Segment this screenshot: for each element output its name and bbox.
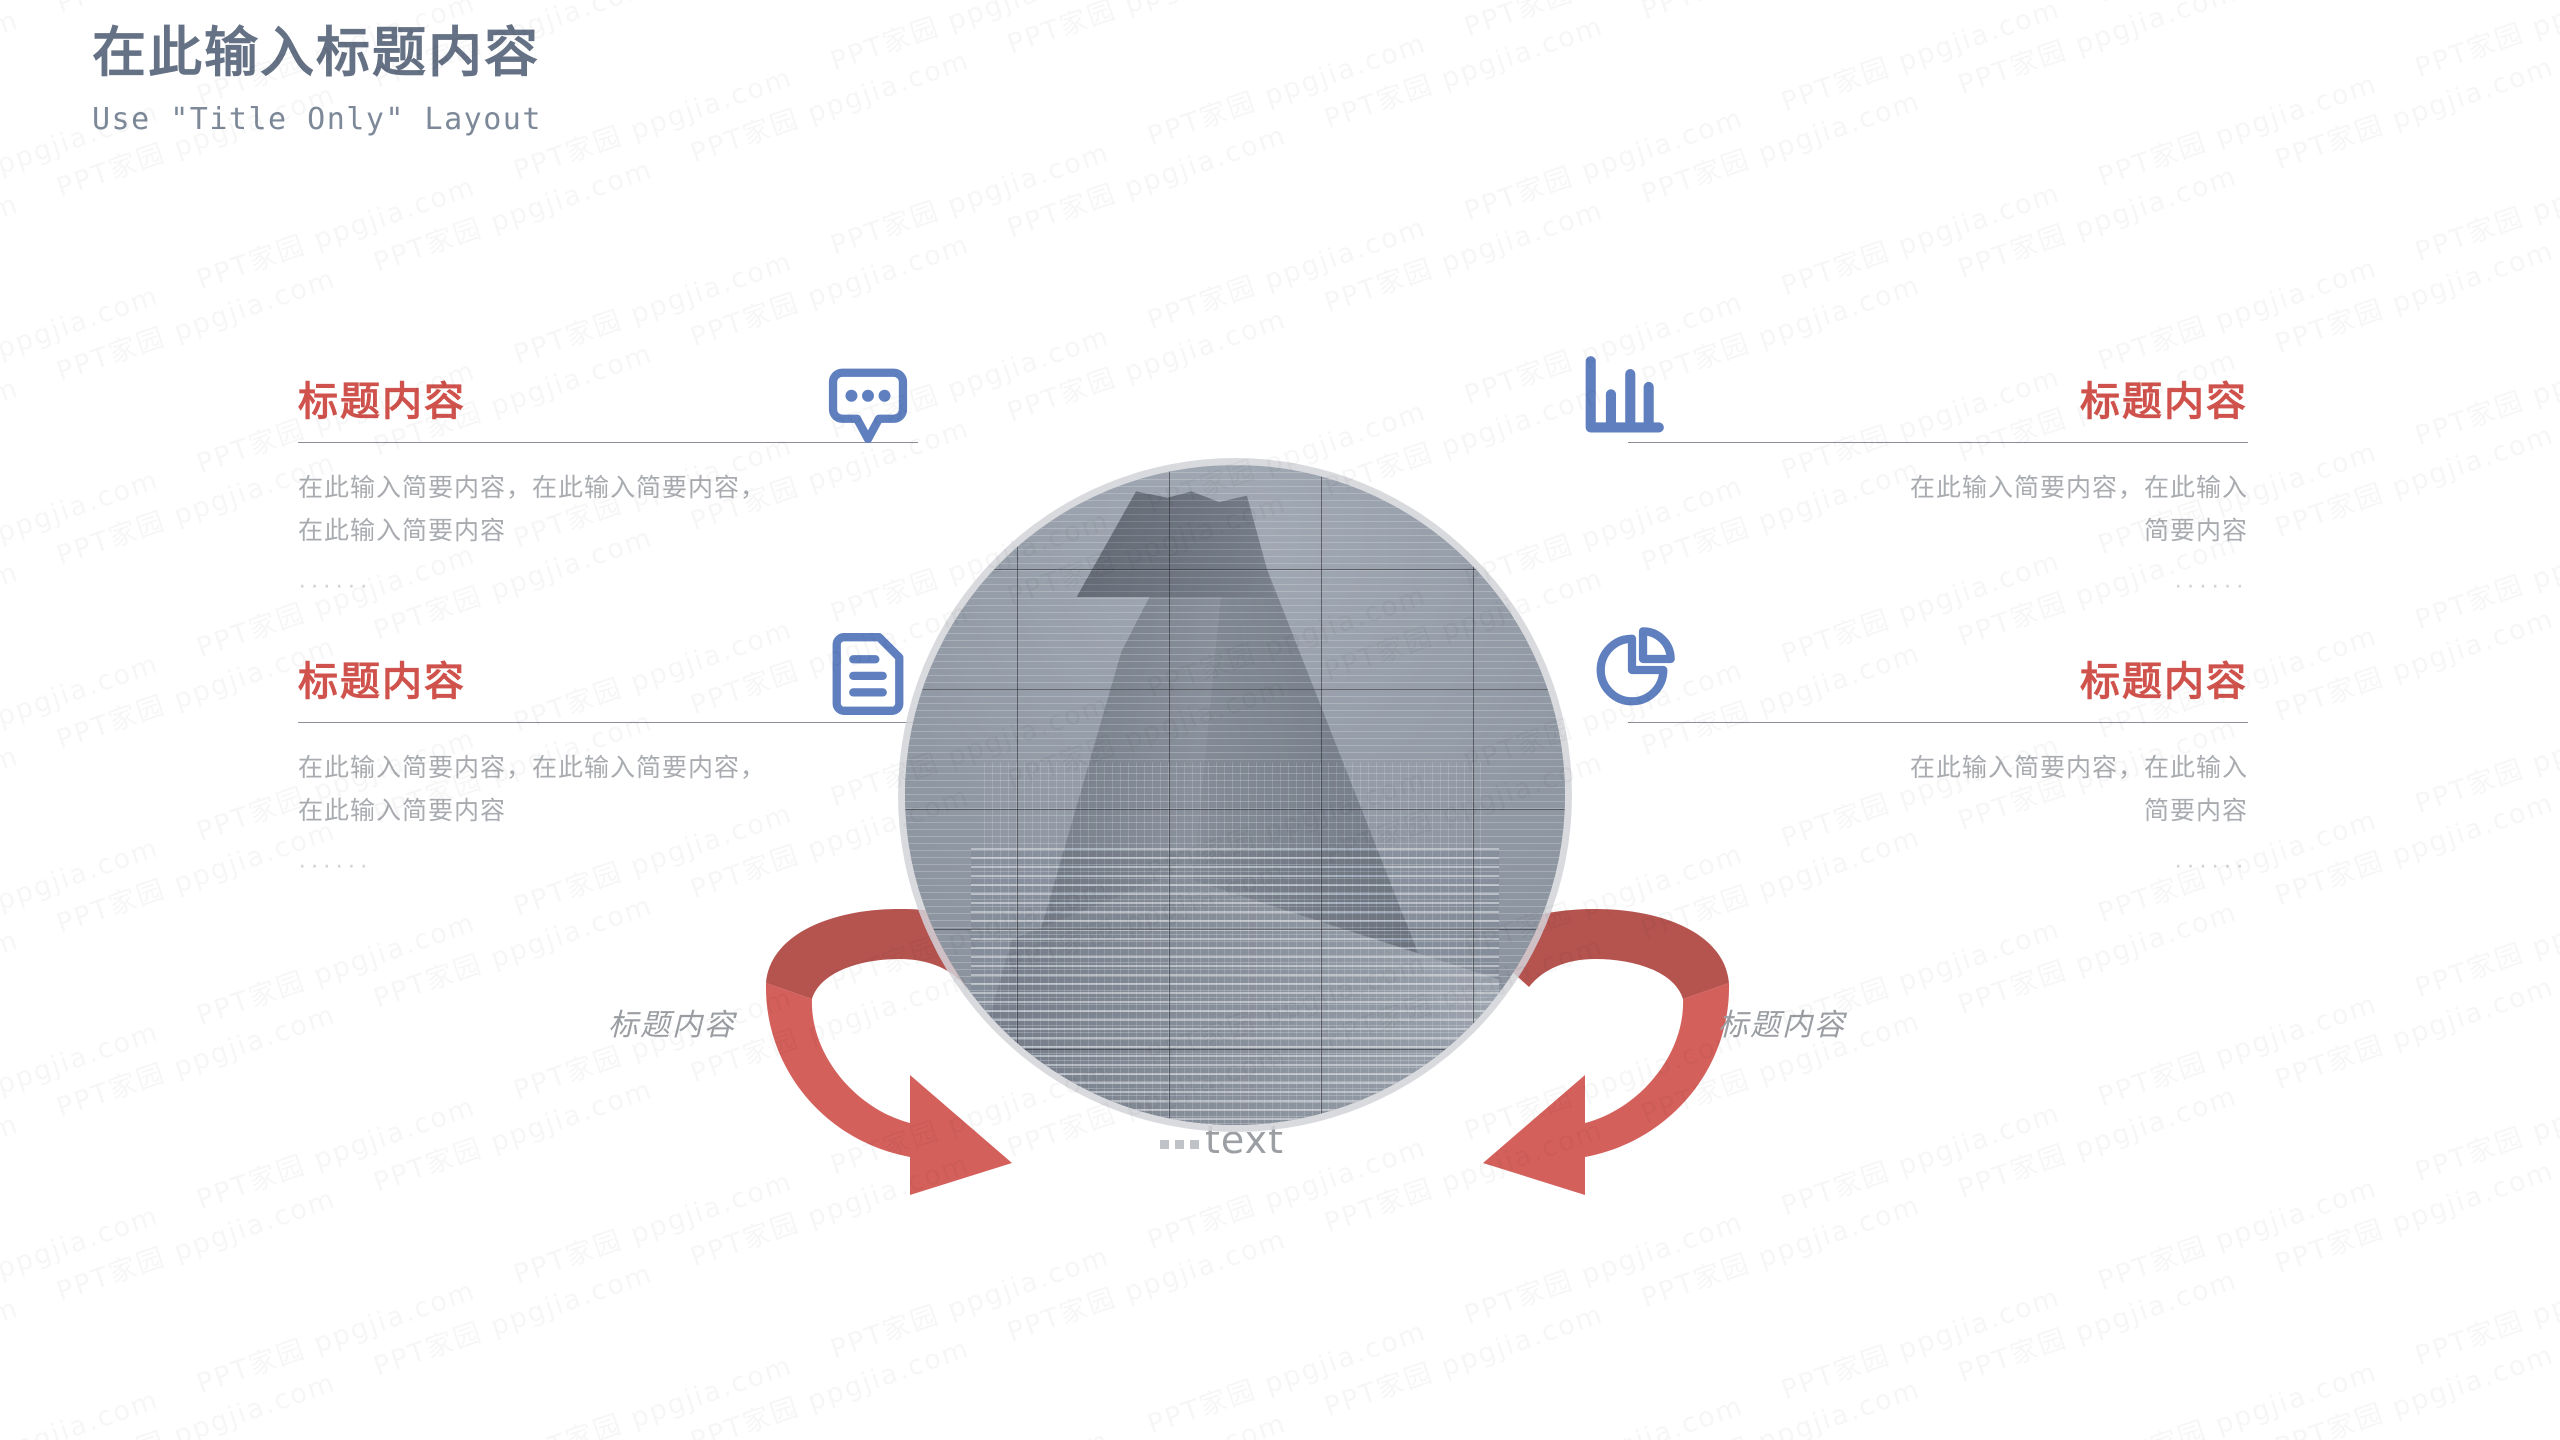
block-body-line-2: 在此输入简要内容 — [298, 517, 507, 545]
block-body: 在此输入简要内容，在此输入 简要内容 — [1628, 467, 2248, 553]
block-title: 标题内容 — [298, 660, 466, 704]
block-body: 在此输入简要内容，在此输入简要内容， 在此输入简要内容 — [298, 747, 918, 833]
block-body: 在此输入简要内容，在此输入 简要内容 — [1628, 747, 2248, 833]
page-subtitle: Use "Title Only" Layout — [92, 102, 542, 138]
pie-chart-icon[interactable] — [1586, 624, 1678, 716]
document-icon[interactable] — [822, 628, 914, 720]
block-divider — [298, 442, 918, 443]
block-body-line-2: 简要内容 — [2143, 797, 2248, 825]
caption-square-1 — [1160, 1140, 1169, 1149]
block-title: 标题内容 — [298, 380, 466, 424]
page-header: 在此输入标题内容 Use "Title Only" Layout — [92, 22, 542, 137]
block-body: 在此输入简要内容，在此输入简要内容， 在此输入简要内容 — [298, 467, 918, 553]
center-caption-text: text — [1205, 1118, 1284, 1162]
block-dots: ······ — [2174, 571, 2248, 599]
center-caption: text — [1160, 1118, 1284, 1162]
block-dots: ······ — [2174, 851, 2248, 879]
arrow-front-face — [765, 983, 1012, 1195]
block-body-line-2: 简要内容 — [2143, 517, 2248, 545]
block-divider — [1628, 722, 2248, 723]
block-dots: ······ — [298, 571, 372, 599]
page-title: 在此输入标题内容 — [92, 23, 540, 83]
block-body-line-1: 在此输入简要内容，在此输入 — [1909, 474, 2248, 502]
bottom-label-left: 标题内容 — [608, 1009, 736, 1042]
block-divider — [1628, 442, 2248, 443]
block-body-line-1: 在此输入简要内容，在此输入简要内容， — [298, 474, 767, 502]
center-circle-photo[interactable] — [905, 465, 1565, 1125]
speech-bubble-icon[interactable] — [822, 358, 914, 450]
photo-tint-overlay — [905, 465, 1565, 1125]
block-body-line-1: 在此输入简要内容，在此输入简要内容， — [298, 754, 767, 782]
caption-square-3 — [1190, 1140, 1199, 1149]
content-block-bottom-left[interactable]: 标题内容 在此输入简要内容，在此输入简要内容， 在此输入简要内容 ······ — [298, 660, 918, 880]
arrow-front-face — [1483, 983, 1730, 1195]
bar-chart-icon[interactable] — [1576, 352, 1668, 444]
block-title: 标题内容 — [2080, 380, 2248, 424]
block-body-line-2: 在此输入简要内容 — [298, 797, 507, 825]
content-block-bottom-right[interactable]: 标题内容 在此输入简要内容，在此输入 简要内容 ······ — [1628, 660, 2248, 880]
block-title: 标题内容 — [2080, 660, 2248, 704]
caption-square-2 — [1175, 1140, 1184, 1149]
block-body-line-1: 在此输入简要内容，在此输入 — [1909, 754, 2248, 782]
bottom-label-right: 标题内容 — [1718, 1009, 1846, 1042]
content-block-top-right[interactable]: 标题内容 在此输入简要内容，在此输入 简要内容 ······ — [1628, 380, 2248, 600]
block-dots: ······ — [298, 851, 372, 879]
block-divider — [298, 722, 918, 723]
content-block-top-left[interactable]: 标题内容 在此输入简要内容，在此输入简要内容， 在此输入简要内容 ······ — [298, 380, 918, 600]
